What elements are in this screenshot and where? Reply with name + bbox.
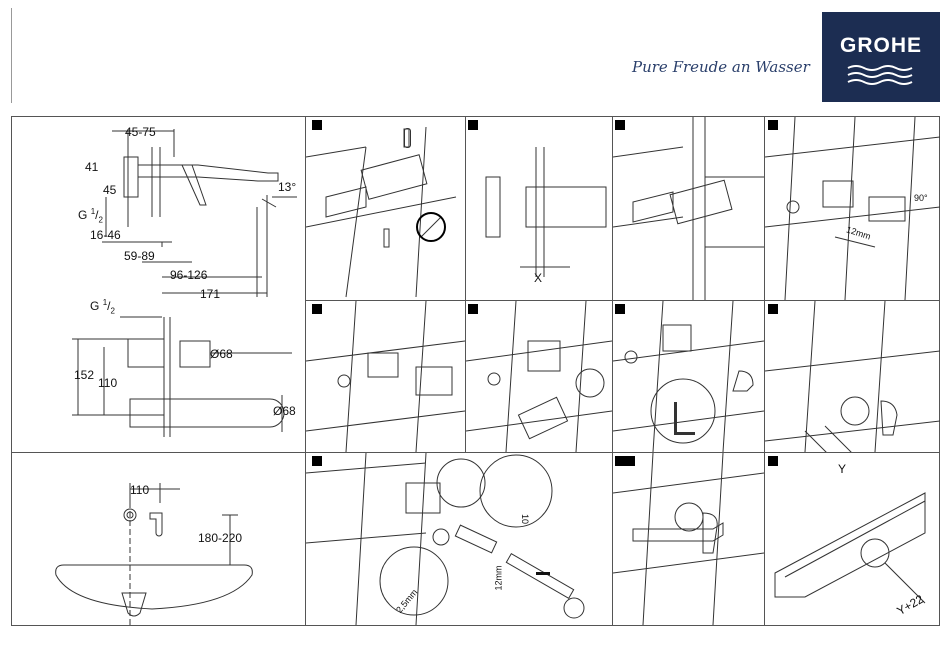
dim-152: 152 xyxy=(74,368,94,382)
dim-45: 45 xyxy=(103,183,116,197)
dim-g-half-mid: G 1/2 xyxy=(90,298,115,315)
tagline: Pure Freude an Wasser xyxy=(632,58,810,76)
dim-diameter-68-spout: Ø68 xyxy=(273,404,296,418)
hex-key-icon xyxy=(674,402,695,435)
len-10: 10 xyxy=(520,514,530,524)
no-scald-icon xyxy=(306,117,465,300)
basin-top-view xyxy=(12,453,305,625)
angle-90: 90° xyxy=(914,193,928,203)
waves-icon xyxy=(846,64,916,86)
thermometer-icon xyxy=(404,128,411,148)
dim-96-126: 96-126 xyxy=(170,268,207,282)
step-4-illustration xyxy=(765,117,940,300)
dim-16-46: 16-46 xyxy=(90,228,121,242)
brand-name: GROHE xyxy=(822,34,940,58)
step-10-illustration xyxy=(613,453,764,625)
dim-13-degrees: 13° xyxy=(278,180,296,194)
margin-rule xyxy=(11,8,12,103)
dim-59-89: 59-89 xyxy=(124,249,155,263)
step-9-illustration xyxy=(306,453,612,625)
dim-110-top: 110 xyxy=(130,483,149,497)
dim-41: 41 xyxy=(85,160,98,174)
dim-110-side: 110 xyxy=(98,376,117,390)
dim-diameter-68-valve: Ø68 xyxy=(210,347,233,361)
step-6-illustration xyxy=(466,301,612,452)
arrow-icon xyxy=(536,572,550,575)
side-view-drawing xyxy=(12,117,305,452)
grohe-logo: GROHE xyxy=(822,12,940,102)
step-8-illustration xyxy=(765,301,940,452)
step-3-illustration xyxy=(613,117,764,300)
x-label: X xyxy=(534,271,542,285)
dim-180-220: 180-220 xyxy=(198,531,242,545)
dim-g-half-top: G 1/2 xyxy=(78,207,103,224)
dim-45-75: 45-75 xyxy=(125,125,156,139)
len-12mm-b: 12mm xyxy=(494,565,504,590)
step-5-illustration xyxy=(306,301,465,452)
dim-171: 171 xyxy=(200,287,220,301)
